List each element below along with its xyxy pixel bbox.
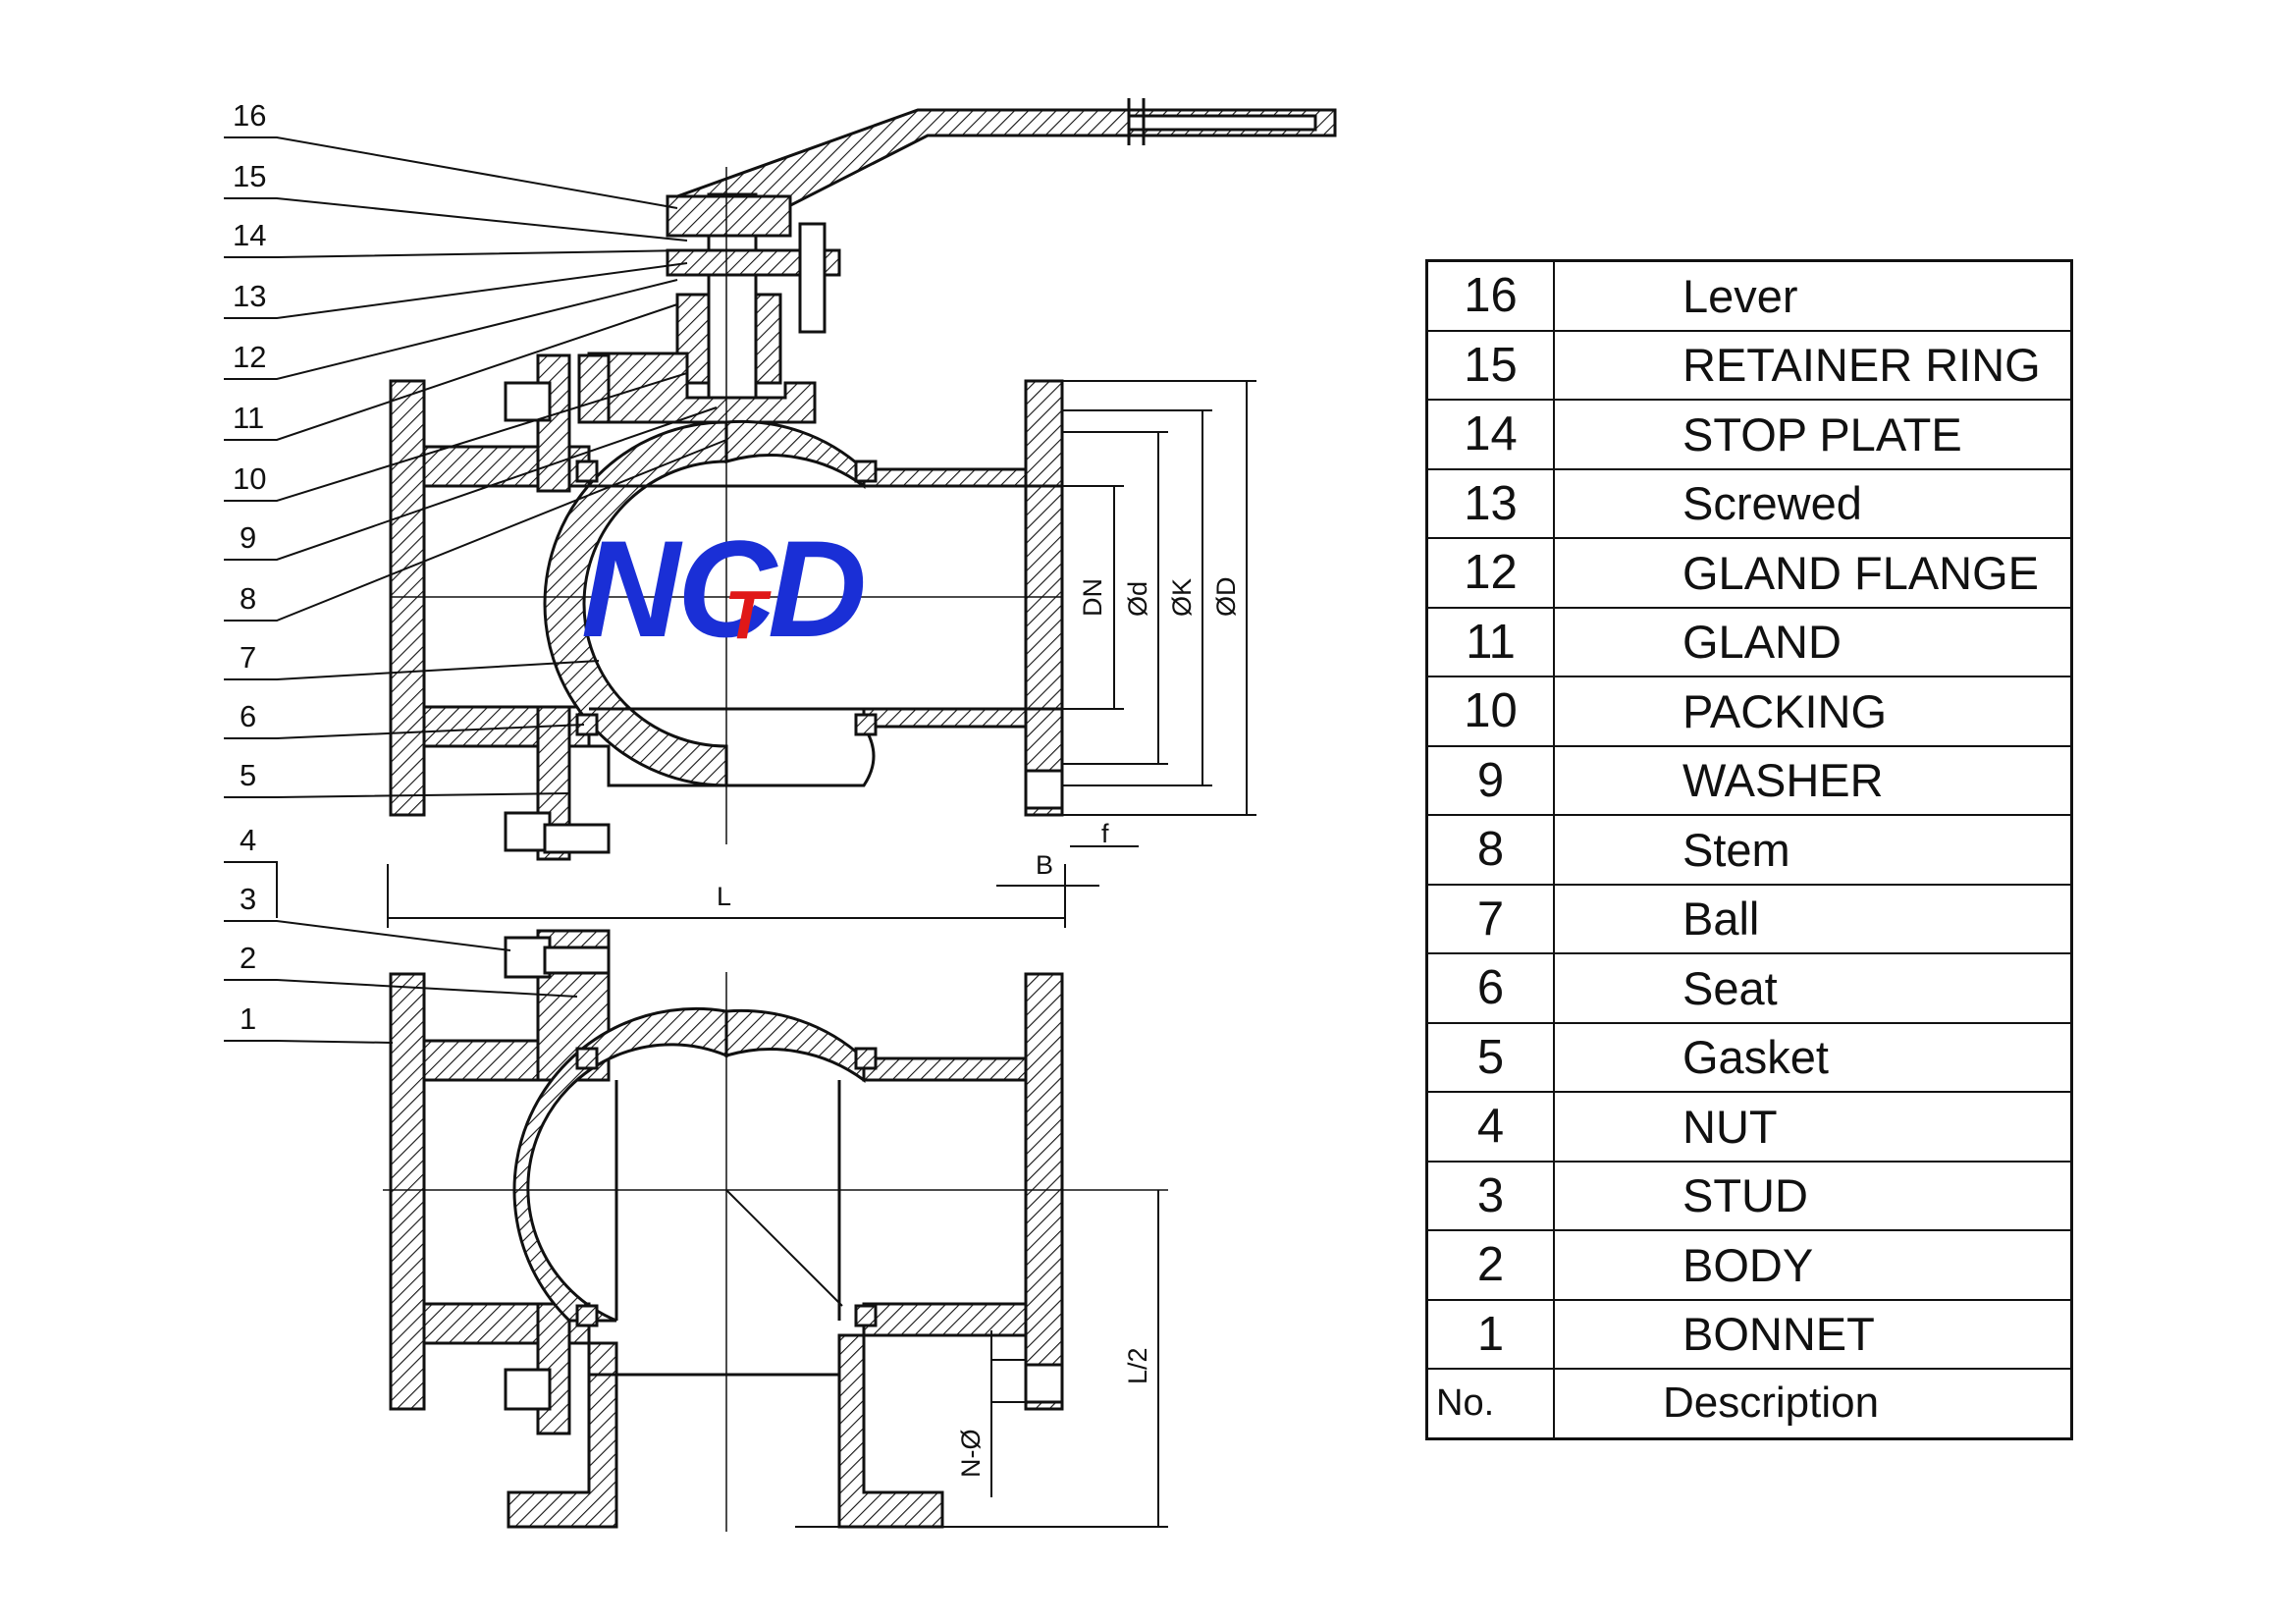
callout-14: 14 [233,218,266,252]
part-description: Gasket [1553,1021,2073,1093]
callout-3: 3 [240,882,256,916]
logo-t: T [724,576,772,653]
top-section-view [389,98,1337,861]
part-number: 14 [1425,399,1555,470]
dim-dn: DN [1078,578,1107,617]
part-number: 3 [1425,1160,1555,1231]
left-flange [389,379,426,817]
part-number: 15 [1425,329,1555,401]
dim-l-half: L/2 [1123,1347,1152,1384]
callout-12: 12 [233,340,266,374]
dimension-labels: DN Ød ØK ØD B f L L/2 N-Ø [717,577,1241,1479]
part-number: 9 [1425,744,1555,816]
callout-9: 9 [240,520,256,555]
part-description: NUT [1553,1091,2073,1163]
part-description: WASHER [1553,744,2073,816]
logo-d: D [768,512,867,666]
part-number: 6 [1425,952,1555,1024]
table-header-row: No.Description [1425,1368,2073,1439]
part-description: Stem [1553,814,2073,886]
ball-part [543,420,728,787]
dim-d-small: Ød [1123,581,1152,617]
dim-b: B [1036,850,1053,880]
part-description: GLAND FLANGE [1553,537,2073,609]
part-description: STUD [1553,1160,2073,1231]
dim-n-holes: N-Ø [956,1430,986,1479]
part-description: GLAND [1553,606,2073,677]
part-number: 7 [1425,883,1555,954]
stud-nut [504,381,552,422]
callout-10: 10 [233,461,266,496]
part-description: RETAINER RING [1553,329,2073,401]
callout-7: 7 [240,640,256,675]
logo-n: N [581,512,683,666]
callout-5: 5 [240,758,256,792]
dim-k: ØK [1167,578,1197,617]
bonnet-flange [536,353,611,861]
part-description: BODY [1553,1229,2073,1301]
callout-8: 8 [240,581,256,616]
callout-13: 13 [233,279,266,313]
part-number: 11 [1425,606,1555,677]
part-number: 16 [1425,259,1555,332]
part-number: 1 [1425,1298,1555,1370]
callout-16: 16 [233,98,266,133]
left-flange-bottom [389,972,426,1411]
part-number: 12 [1425,537,1555,609]
logo-c: C [677,512,778,666]
callout-leaders [224,136,727,1044]
callout-2: 2 [240,941,256,975]
ntcd-logo: N C T D [581,512,867,666]
header-description: Description [1553,1368,2073,1439]
callout-1: 1 [240,1001,256,1036]
bottom-section-view [383,929,1168,1532]
part-number: 10 [1425,676,1555,747]
right-flange [1024,379,1064,817]
body-neck [587,352,817,424]
callout-numbers: 16 15 14 13 12 11 10 9 8 7 6 5 4 3 2 1 [233,98,266,1036]
seat-part [575,460,599,483]
dim-d-large: ØD [1211,577,1241,618]
part-number: 13 [1425,467,1555,539]
part-number: 2 [1425,1229,1555,1301]
callout-15: 15 [233,159,266,193]
part-description: BONNET [1553,1298,2073,1370]
right-flange-bottom [1024,972,1064,1411]
dim-f: f [1101,819,1109,848]
part-number: 5 [1425,1021,1555,1093]
part-description: Screwed [1553,467,2073,539]
part-number: 4 [1425,1091,1555,1163]
header-no: No. [1425,1368,1555,1439]
callout-6: 6 [240,699,256,733]
dim-l: L [717,882,731,911]
part-description: Ball [1553,883,2073,954]
part-description: PACKING [1553,676,2073,747]
dimension-lines [387,380,1256,1528]
callout-4: 4 [240,823,256,857]
part-description: Seat [1553,952,2073,1024]
part-number: 8 [1425,814,1555,886]
part-description: STOP PLATE [1553,399,2073,470]
callout-11: 11 [233,401,264,435]
part-description: Lever [1553,259,2073,332]
